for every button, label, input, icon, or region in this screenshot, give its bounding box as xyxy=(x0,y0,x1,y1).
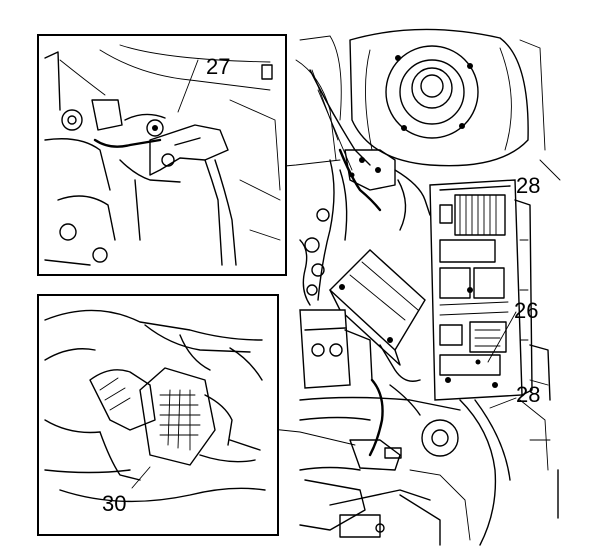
strut-tower xyxy=(349,28,529,167)
callout-27: 27 xyxy=(206,54,230,79)
leader-26 xyxy=(487,311,517,363)
detail-inset-top xyxy=(37,34,287,276)
main-engine-bay-view xyxy=(295,28,561,546)
callout-28-top: 28 xyxy=(516,173,540,198)
callout-26: 26 xyxy=(514,298,538,323)
callout-28-bottom: 28 xyxy=(516,382,540,407)
mounting-bracket xyxy=(299,309,373,389)
fuse-relay-box xyxy=(429,179,533,401)
control-module xyxy=(328,249,426,382)
detail-inset-bottom xyxy=(37,294,279,536)
lower-body-area xyxy=(299,344,551,546)
leader-28-bottom xyxy=(489,397,517,409)
callout-30: 30 xyxy=(102,491,126,516)
wiring-harness xyxy=(299,148,431,306)
